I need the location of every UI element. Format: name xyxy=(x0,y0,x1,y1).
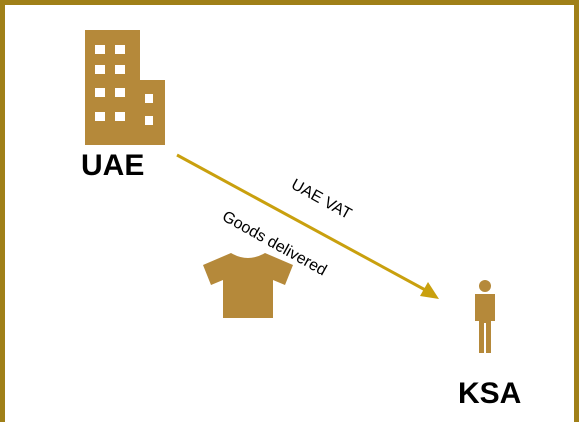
tshirt-icon xyxy=(203,253,293,318)
person-icon xyxy=(475,280,495,353)
delivery-arrow xyxy=(176,153,439,299)
origin-label: UAE xyxy=(81,149,145,182)
destination-label: KSA xyxy=(458,377,522,410)
building-icon xyxy=(85,30,165,145)
